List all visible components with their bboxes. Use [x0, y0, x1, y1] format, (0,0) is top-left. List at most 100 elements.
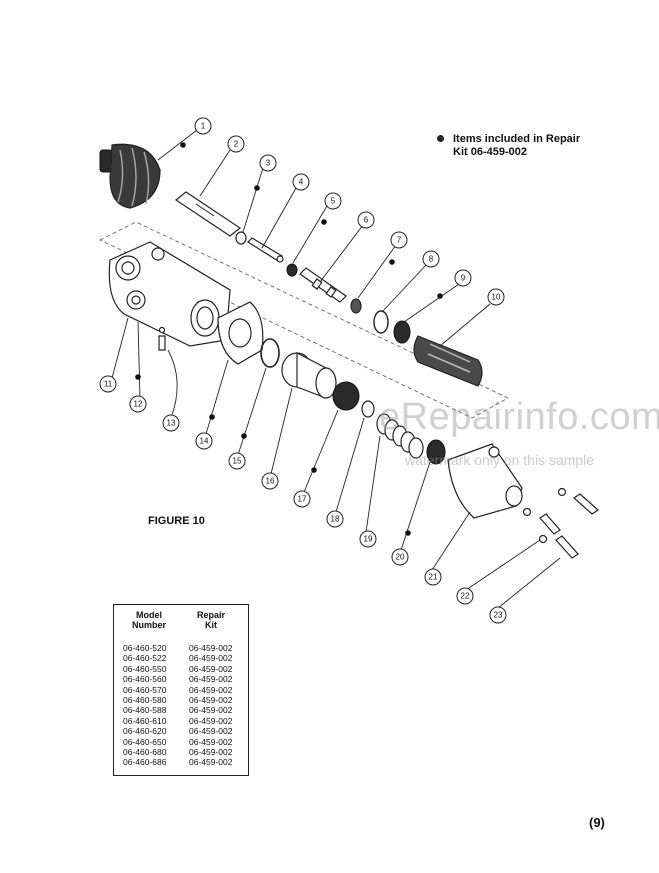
part-2-shaft — [174, 191, 242, 237]
svg-text:23: 23 — [494, 611, 503, 620]
page-number: (9) — [589, 815, 605, 830]
part-21-end-housing — [447, 443, 523, 519]
model-number: 06-460-522 — [123, 653, 167, 664]
model-number: 06-460-620 — [123, 726, 167, 737]
svg-text:8: 8 — [429, 255, 434, 264]
svg-text:4: 4 — [299, 178, 304, 187]
svg-text:10: 10 — [492, 293, 501, 302]
part-8-snap-ring — [373, 310, 389, 334]
watermark-subtext: watermark only on this sample — [405, 452, 595, 468]
model-number: 06-460-520 — [123, 643, 167, 653]
svg-text:16: 16 — [266, 477, 275, 486]
table-row: 06-460-560 06-459-002 — [114, 674, 248, 684]
callout-18: 18 — [326, 510, 344, 528]
callout-20: 20 — [391, 548, 409, 566]
callout-9: 9 — [454, 269, 472, 287]
part-10-sleeve — [413, 335, 483, 387]
svg-text:14: 14 — [200, 437, 209, 446]
table-row: 06-460-650 06-459-002 — [114, 737, 248, 747]
model-number: 06-460-588 — [123, 705, 167, 716]
part-22-bolts — [522, 507, 579, 559]
legend-line-1: Items included in Repair — [453, 133, 581, 145]
model-number: 06-460-650 — [123, 736, 167, 747]
part-15-ring — [260, 338, 280, 368]
part-7-washer — [350, 298, 362, 314]
header-kit-line-1: Repair — [196, 610, 225, 620]
repair-kit-number: 06-459-002 — [189, 736, 233, 747]
svg-text:11: 11 — [104, 380, 113, 389]
repair-kit-number: 06-459-002 — [189, 757, 233, 768]
part-20-cap — [426, 439, 446, 465]
callout-14: 14 — [195, 432, 213, 450]
callout-17: 17 — [293, 490, 311, 508]
svg-text:15: 15 — [233, 457, 242, 466]
part-19-spring — [376, 413, 424, 459]
part-3-ring — [235, 231, 247, 245]
part-9-nut — [393, 320, 411, 344]
svg-text:2: 2 — [234, 140, 239, 149]
callout-12: 12 — [129, 395, 147, 413]
model-number: 06-460-680 — [123, 746, 167, 757]
callout-7: 7 — [390, 231, 408, 249]
svg-text:13: 13 — [167, 419, 176, 428]
callout-5: 5 — [324, 192, 342, 210]
repair-kit-number: 06-459-002 — [189, 643, 233, 653]
callout-13: 13 — [162, 414, 180, 432]
part-16-piston — [281, 352, 337, 399]
model-number: 06-460-686 — [123, 757, 167, 768]
repair-kit-number: 06-459-002 — [189, 684, 233, 695]
callout-6: 6 — [357, 211, 375, 229]
part-6-spool — [299, 267, 347, 303]
callout-21: 21 — [424, 568, 442, 586]
callout-1: 1 — [194, 117, 212, 135]
svg-text:21: 21 — [429, 573, 438, 582]
svg-text:20: 20 — [396, 553, 405, 562]
header-model-line-1: Model — [136, 610, 162, 620]
repair-kit-number: 06-459-002 — [189, 705, 233, 716]
part-5-seal — [286, 263, 298, 277]
repair-kit-number: 06-459-002 — [189, 715, 233, 726]
table-row: 06-460-570 06-459-002 — [114, 685, 248, 695]
callout-4: 4 — [292, 173, 310, 191]
model-number: 06-460-610 — [123, 715, 167, 726]
repair-kit-markers — [135, 142, 443, 536]
repair-kit-number: 06-459-002 — [189, 746, 233, 757]
model-number: 06-460-570 — [123, 684, 167, 695]
svg-text:17: 17 — [298, 495, 307, 504]
part-4-pin — [247, 237, 284, 263]
assembly-outline — [99, 221, 509, 419]
svg-text:3: 3 — [266, 159, 271, 168]
bullet-icon — [437, 135, 444, 142]
model-number: 06-460-580 — [123, 694, 167, 705]
table-row: 06-460-686 06-459-002 — [114, 757, 248, 767]
header-kit: Repair Kit — [186, 610, 236, 630]
part-23-bolts — [557, 487, 599, 515]
model-number: 06-460-560 — [123, 674, 167, 685]
header-kit-line-2: Kit — [205, 620, 217, 630]
callout-15: 15 — [228, 452, 246, 470]
svg-text:9: 9 — [461, 274, 466, 283]
svg-text:22: 22 — [461, 592, 470, 601]
callout-8: 8 — [422, 250, 440, 268]
repair-kit-legend: Items included in Repair Kit 06-459-002 — [437, 133, 580, 159]
table-row: 06-460-680 06-459-002 — [114, 747, 248, 757]
callout-16: 16 — [261, 472, 279, 490]
part-1-boot — [99, 143, 161, 209]
callout-10: 10 — [487, 288, 505, 306]
svg-text:6: 6 — [364, 216, 369, 225]
svg-text:18: 18 — [331, 515, 340, 524]
svg-text:1: 1 — [201, 122, 206, 131]
svg-text:7: 7 — [397, 236, 402, 245]
part-13-screw — [158, 335, 166, 351]
svg-text:19: 19 — [364, 535, 373, 544]
callout-23: 23 — [489, 606, 507, 624]
callout-3: 3 — [259, 154, 277, 172]
repair-kit-number: 06-459-002 — [189, 653, 233, 664]
leader-lines — [111, 129, 561, 609]
repair-kit-number: 06-459-002 — [189, 674, 233, 685]
